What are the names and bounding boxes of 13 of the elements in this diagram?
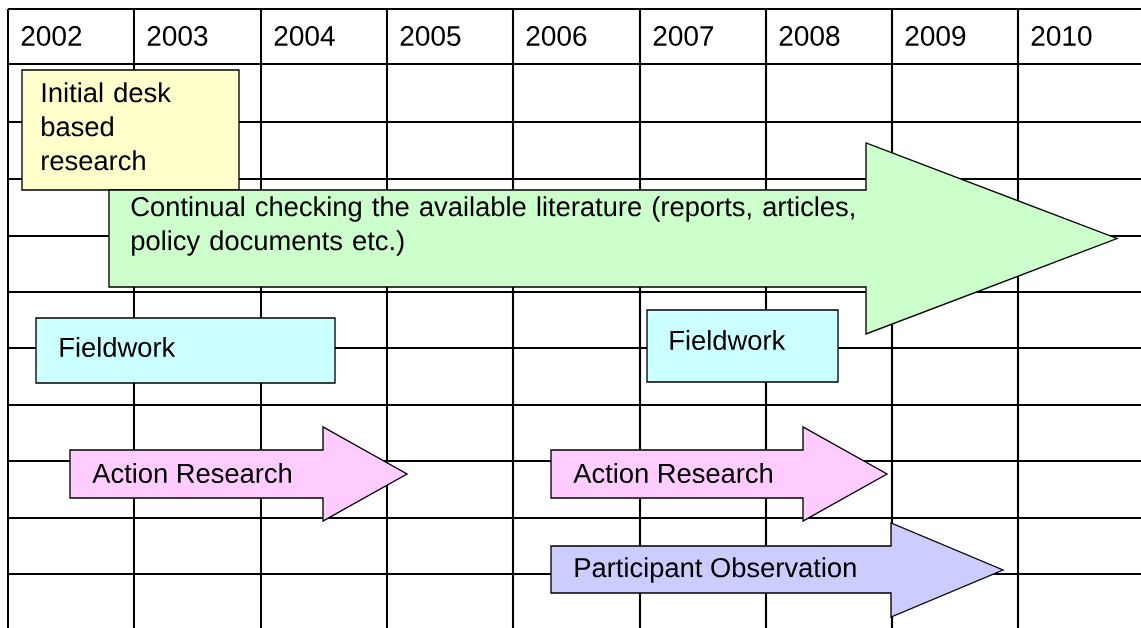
year-label: 2008 <box>779 26 840 46</box>
activity-box: Initial desk based research <box>21 69 240 191</box>
activity-box: Fieldwork <box>35 317 336 384</box>
year-label: 2004 <box>274 26 335 46</box>
year-label: 2010 <box>1031 26 1092 46</box>
year-label: 2009 <box>905 26 966 46</box>
activity-bar: Action Research <box>69 425 409 523</box>
year-label: 2007 <box>653 26 714 46</box>
year-label: 2005 <box>400 26 461 46</box>
activity-bar: Action Research <box>550 425 889 523</box>
year-label: 2006 <box>526 26 587 46</box>
activity-bar: Participant Observation <box>550 522 1005 618</box>
activity-box: Fieldwork <box>646 309 839 383</box>
